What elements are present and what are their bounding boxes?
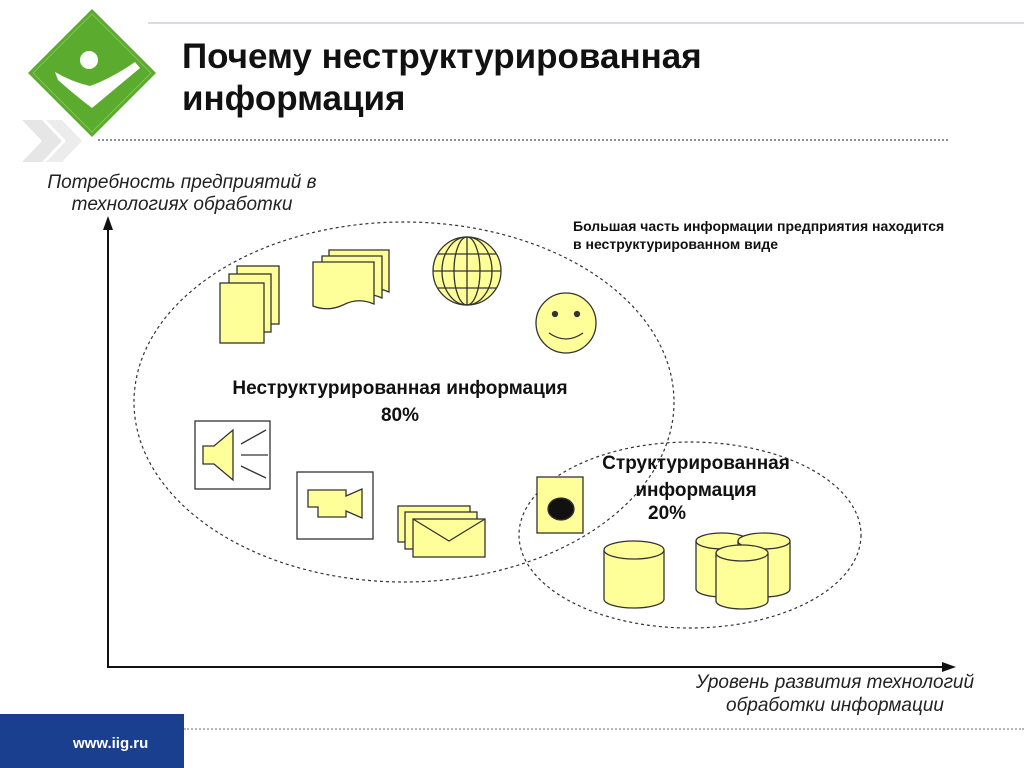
arrow-icon: [22, 120, 82, 162]
y-axis: [103, 216, 113, 668]
page-title: Почему неструктурированная информация: [182, 37, 702, 118]
logo-diamond-icon: [28, 9, 156, 137]
globe-icon: [432, 236, 502, 306]
footer-bar: [0, 714, 184, 768]
unstructured-ellipse: [133, 221, 675, 583]
structured-percent: 20%: [648, 503, 687, 524]
papers-icon: [312, 249, 390, 310]
x-axis: [108, 662, 956, 672]
footer-divider: [184, 728, 1024, 730]
structured-title: Структурированная информация: [602, 453, 790, 501]
y-axis-label: Потребность предприятий в технологиях об…: [47, 172, 317, 215]
logo: [22, 9, 156, 162]
title-divider: [98, 139, 948, 141]
video-camera-icon: [296, 471, 374, 540]
x-axis-label: Уровень развития технологий обработки ин…: [695, 672, 975, 716]
unstructured-title: Неструктурированная информация: [232, 378, 568, 399]
unstructured-label: Неструктурированная информация 80%: [180, 375, 620, 429]
databases-icon: [695, 532, 791, 610]
header-line: [148, 22, 1024, 24]
documents-icon: [219, 265, 280, 344]
database-icon: [603, 540, 665, 609]
speaker-icon: [194, 420, 271, 490]
footer-link[interactable]: www.iig.ru: [73, 735, 149, 752]
smiley-icon: [535, 292, 597, 354]
note-text: Большая часть информации предприятия нах…: [573, 218, 945, 252]
structured-ellipse: [518, 441, 862, 629]
envelopes-icon: [397, 505, 486, 558]
unstructured-percent: 80%: [380, 405, 420, 426]
card-icon: [536, 476, 584, 534]
